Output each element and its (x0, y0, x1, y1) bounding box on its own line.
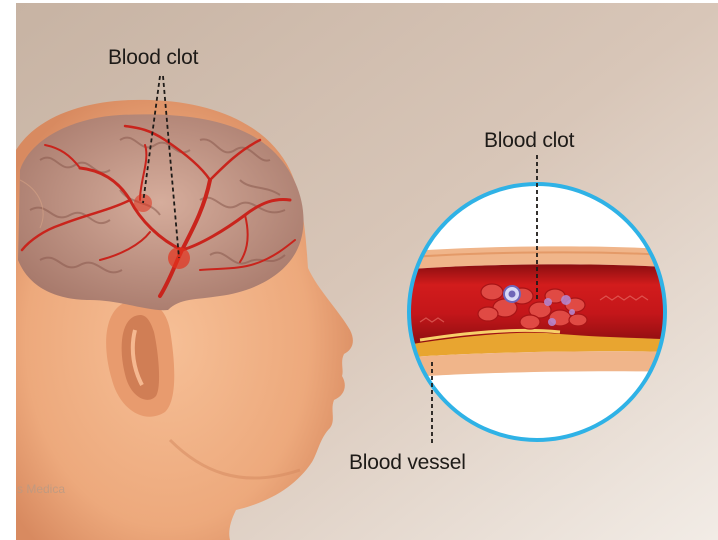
watermark: s Medica (17, 482, 65, 496)
label-blood-vessel: Blood vessel (349, 451, 466, 475)
label-blood-clot-brain: Blood clot (108, 46, 198, 70)
label-blood-clot-vessel: Blood clot (484, 129, 574, 153)
brain (18, 114, 304, 310)
